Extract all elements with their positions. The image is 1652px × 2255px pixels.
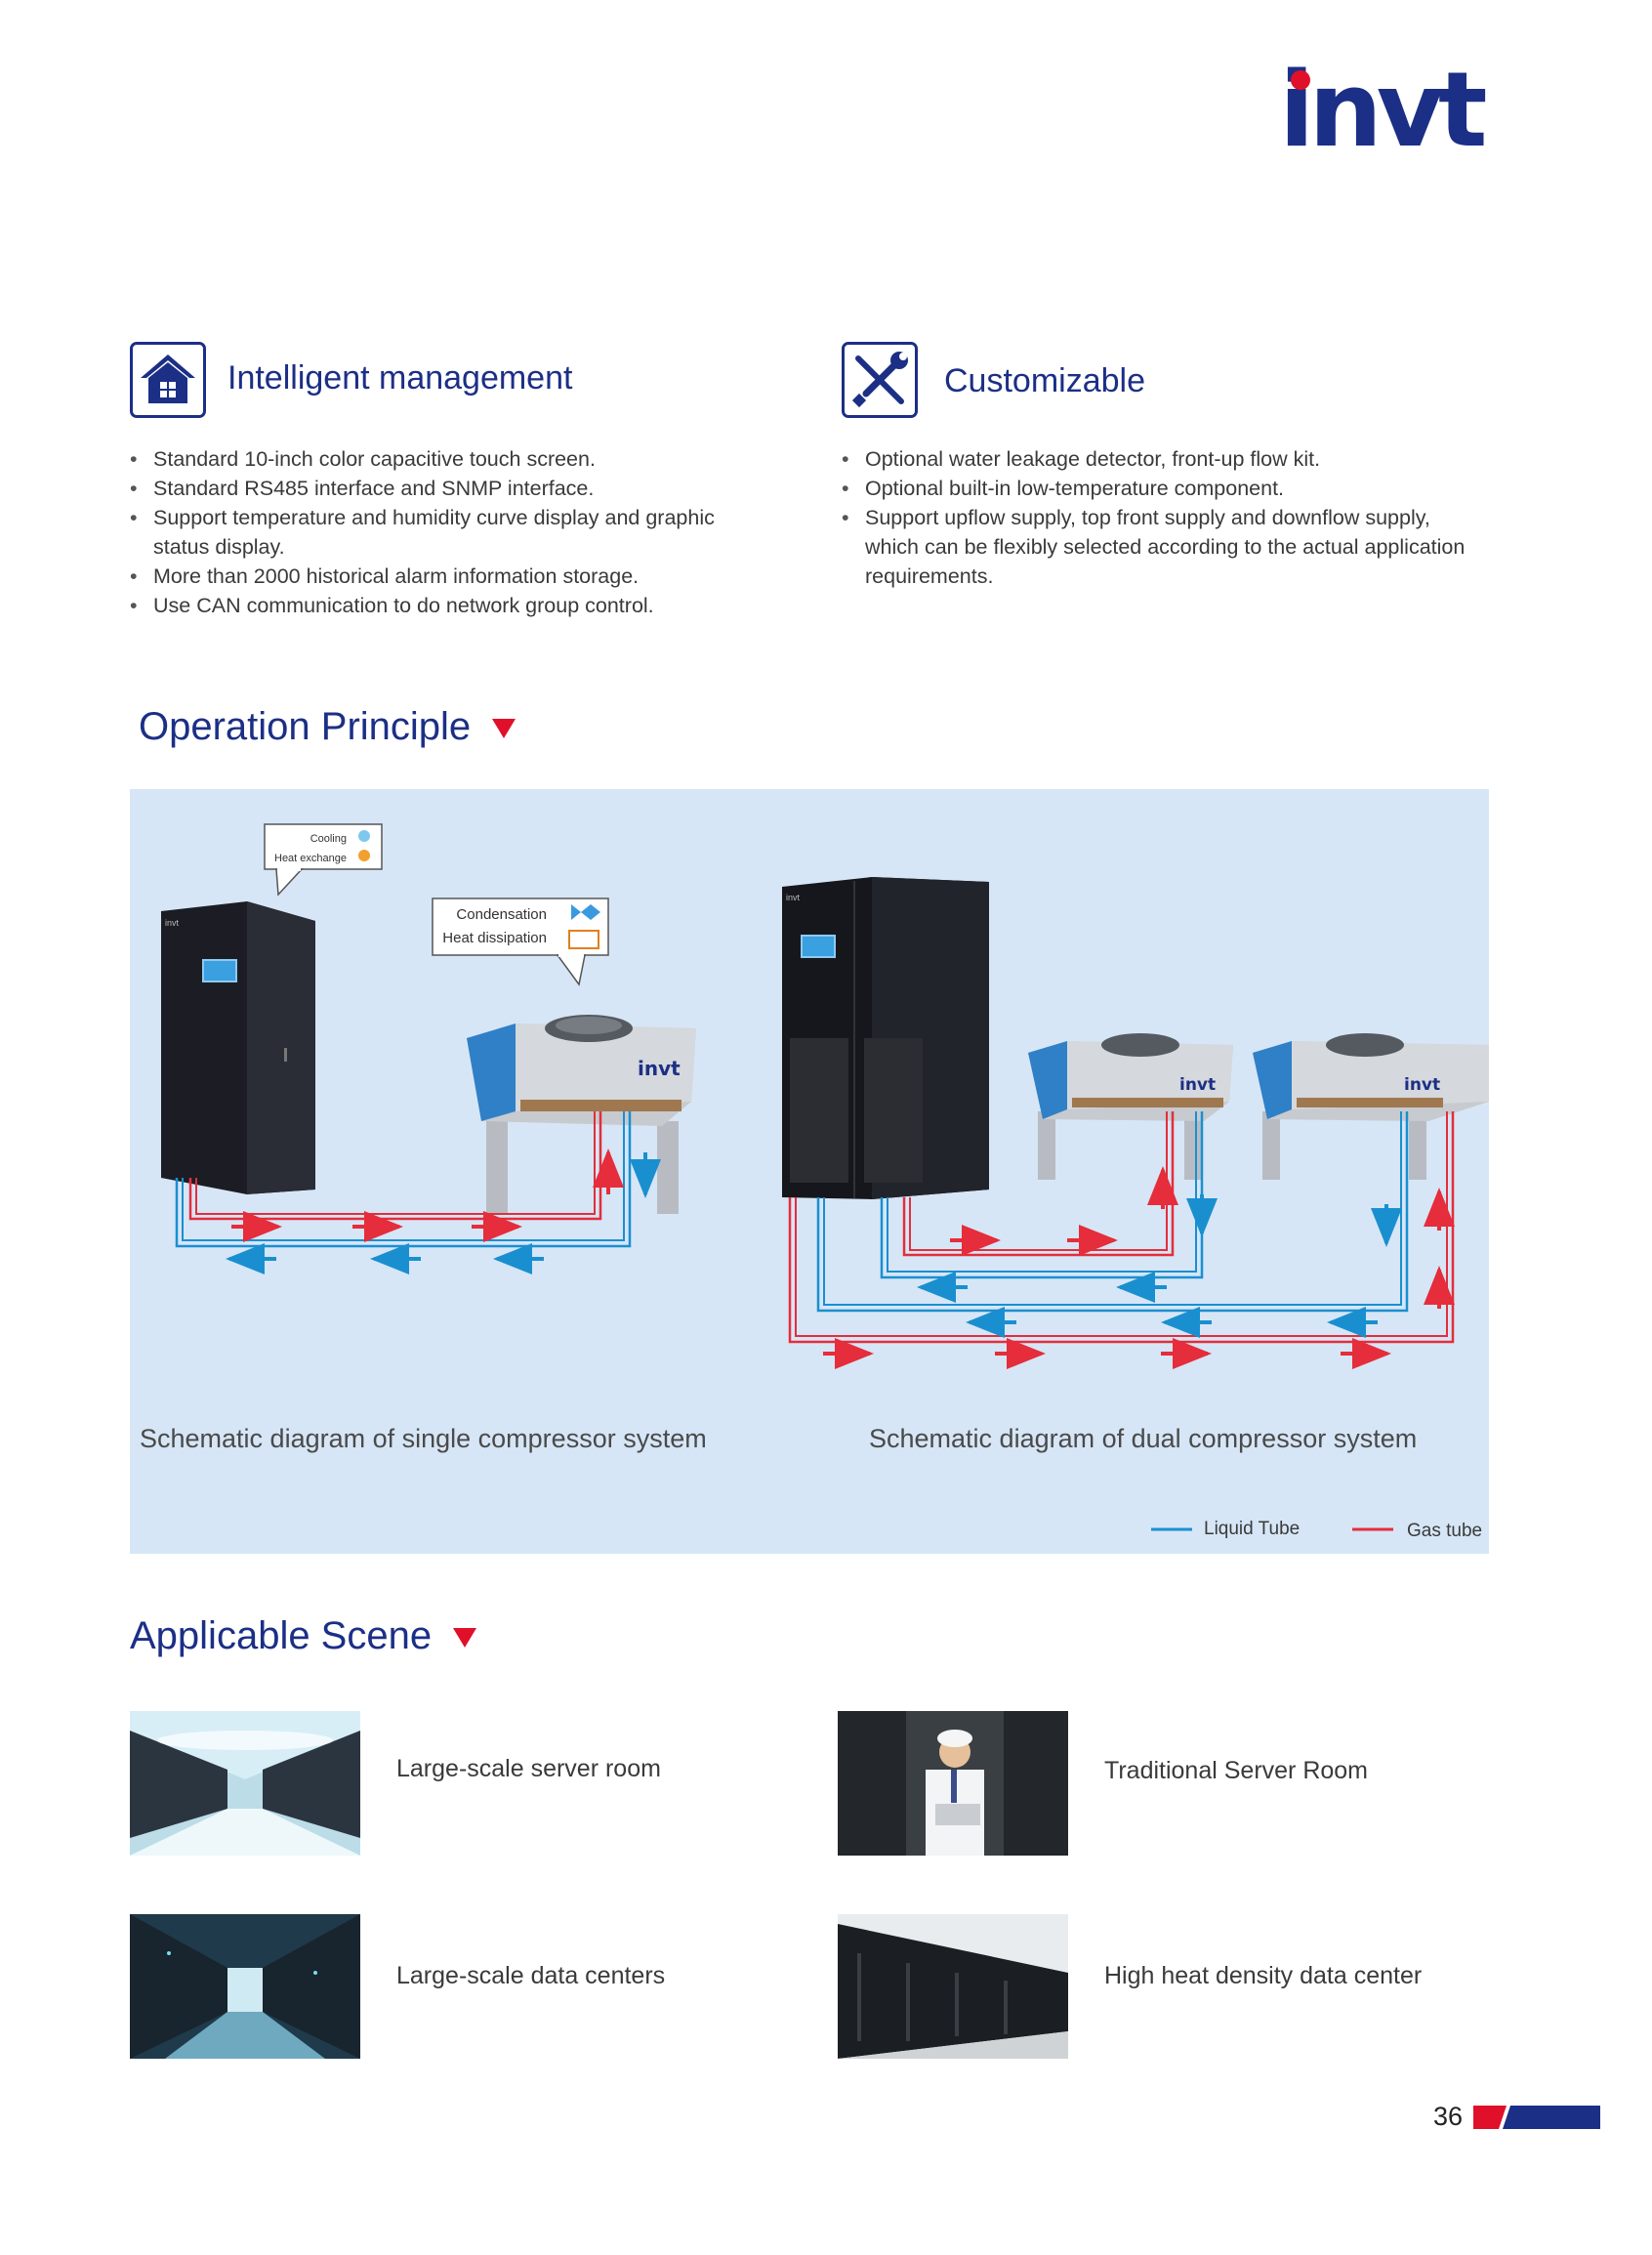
scene-image-high-heat-density-data-center: [838, 1914, 1068, 2059]
scene-label-1: Large-scale server room: [396, 1755, 661, 1782]
condenser-dual-2: [1253, 1033, 1489, 1180]
feature-list-customizable: Optional water leakage detector, front-u…: [842, 444, 1466, 591]
bubble-outdoor-line2: Heat dissipation: [442, 930, 547, 946]
indoor-unit-single: invt: [161, 901, 315, 1194]
condenser-dual-1-brand: invt: [1179, 1075, 1216, 1095]
list-item: Standard RS485 interface and SNMP interf…: [130, 474, 716, 503]
list-item: Optional water leakage detector, front-u…: [842, 444, 1466, 474]
condenser-dual-2-brand: invt: [1404, 1075, 1440, 1095]
wrench-screwdriver-icon: [842, 342, 918, 418]
scene-label-3: Large-scale data centers: [396, 1962, 666, 1989]
bubble-outdoor: [432, 898, 609, 986]
section-title-text: Applicable Scene: [130, 1614, 433, 1657]
triangle-down-icon: [492, 719, 516, 739]
list-item: More than 2000 historical alarm informat…: [130, 562, 716, 591]
svg-text:invt: invt: [165, 918, 180, 928]
caption-dual-compressor: Schematic diagram of dual compressor sys…: [869, 1424, 1418, 1453]
feature-title-customizable: Customizable: [944, 362, 1145, 399]
feature-title-intelligent-management: Intelligent management: [227, 359, 573, 397]
scene-label-4: High heat density data center: [1104, 1962, 1423, 1989]
bubble-indoor-line1: Cooling: [310, 833, 347, 845]
list-item: Standard 10-inch color capacitive touch …: [130, 444, 716, 474]
brand-logo: invt: [1279, 59, 1488, 166]
operation-diagram: invt Cooling Heat exchange Condensation …: [161, 823, 1489, 1531]
footer-bar: [1473, 2106, 1600, 2129]
operation-diagram-panel: invt Cooling Heat exchange Condensation …: [130, 789, 1489, 1554]
svg-text:invt: invt: [786, 893, 801, 902]
scene-image-large-data-centers: [130, 1914, 360, 2059]
scene-label-2: Traditional Server Room: [1104, 1757, 1369, 1784]
logo-dot: [1291, 70, 1310, 90]
triangle-down-icon: [453, 1628, 477, 1649]
section-title-operation-principle: Operation Principle: [139, 705, 516, 749]
list-item: Optional built-in low-temperature compon…: [842, 474, 1466, 503]
bubble-outdoor-line1: Condensation: [456, 906, 547, 923]
house-icon: [130, 342, 206, 418]
list-item: Support temperature and humidity curve d…: [130, 503, 716, 562]
caption-single-compressor: Schematic diagram of single compressor s…: [140, 1424, 707, 1453]
list-item: Use CAN communication to do network grou…: [130, 591, 716, 620]
scene-image-traditional-server-room: [838, 1711, 1068, 1856]
feature-list-intelligent-management: Standard 10-inch color capacitive touch …: [130, 444, 716, 620]
page-number: 36: [1433, 2102, 1464, 2131]
logo-text: invt: [1279, 50, 1488, 170]
indoor-unit-dual: invt: [782, 877, 989, 1199]
legend-liquid-label: Liquid Tube: [1204, 1519, 1301, 1539]
condenser-single-brand: invt: [638, 1057, 681, 1080]
section-title-applicable-scene: Applicable Scene: [130, 1614, 477, 1658]
list-item: Support upflow supply, top front supply …: [842, 503, 1466, 591]
condenser-single: [467, 1015, 696, 1214]
bubble-indoor-line2: Heat exchange: [274, 853, 347, 864]
legend-gas-label: Gas tube: [1407, 1521, 1483, 1541]
condenser-dual-1: [1028, 1033, 1233, 1180]
scene-image-large-server-room: [130, 1711, 360, 1856]
bubble-indoor: [264, 823, 383, 897]
section-title-text: Operation Principle: [139, 705, 472, 748]
